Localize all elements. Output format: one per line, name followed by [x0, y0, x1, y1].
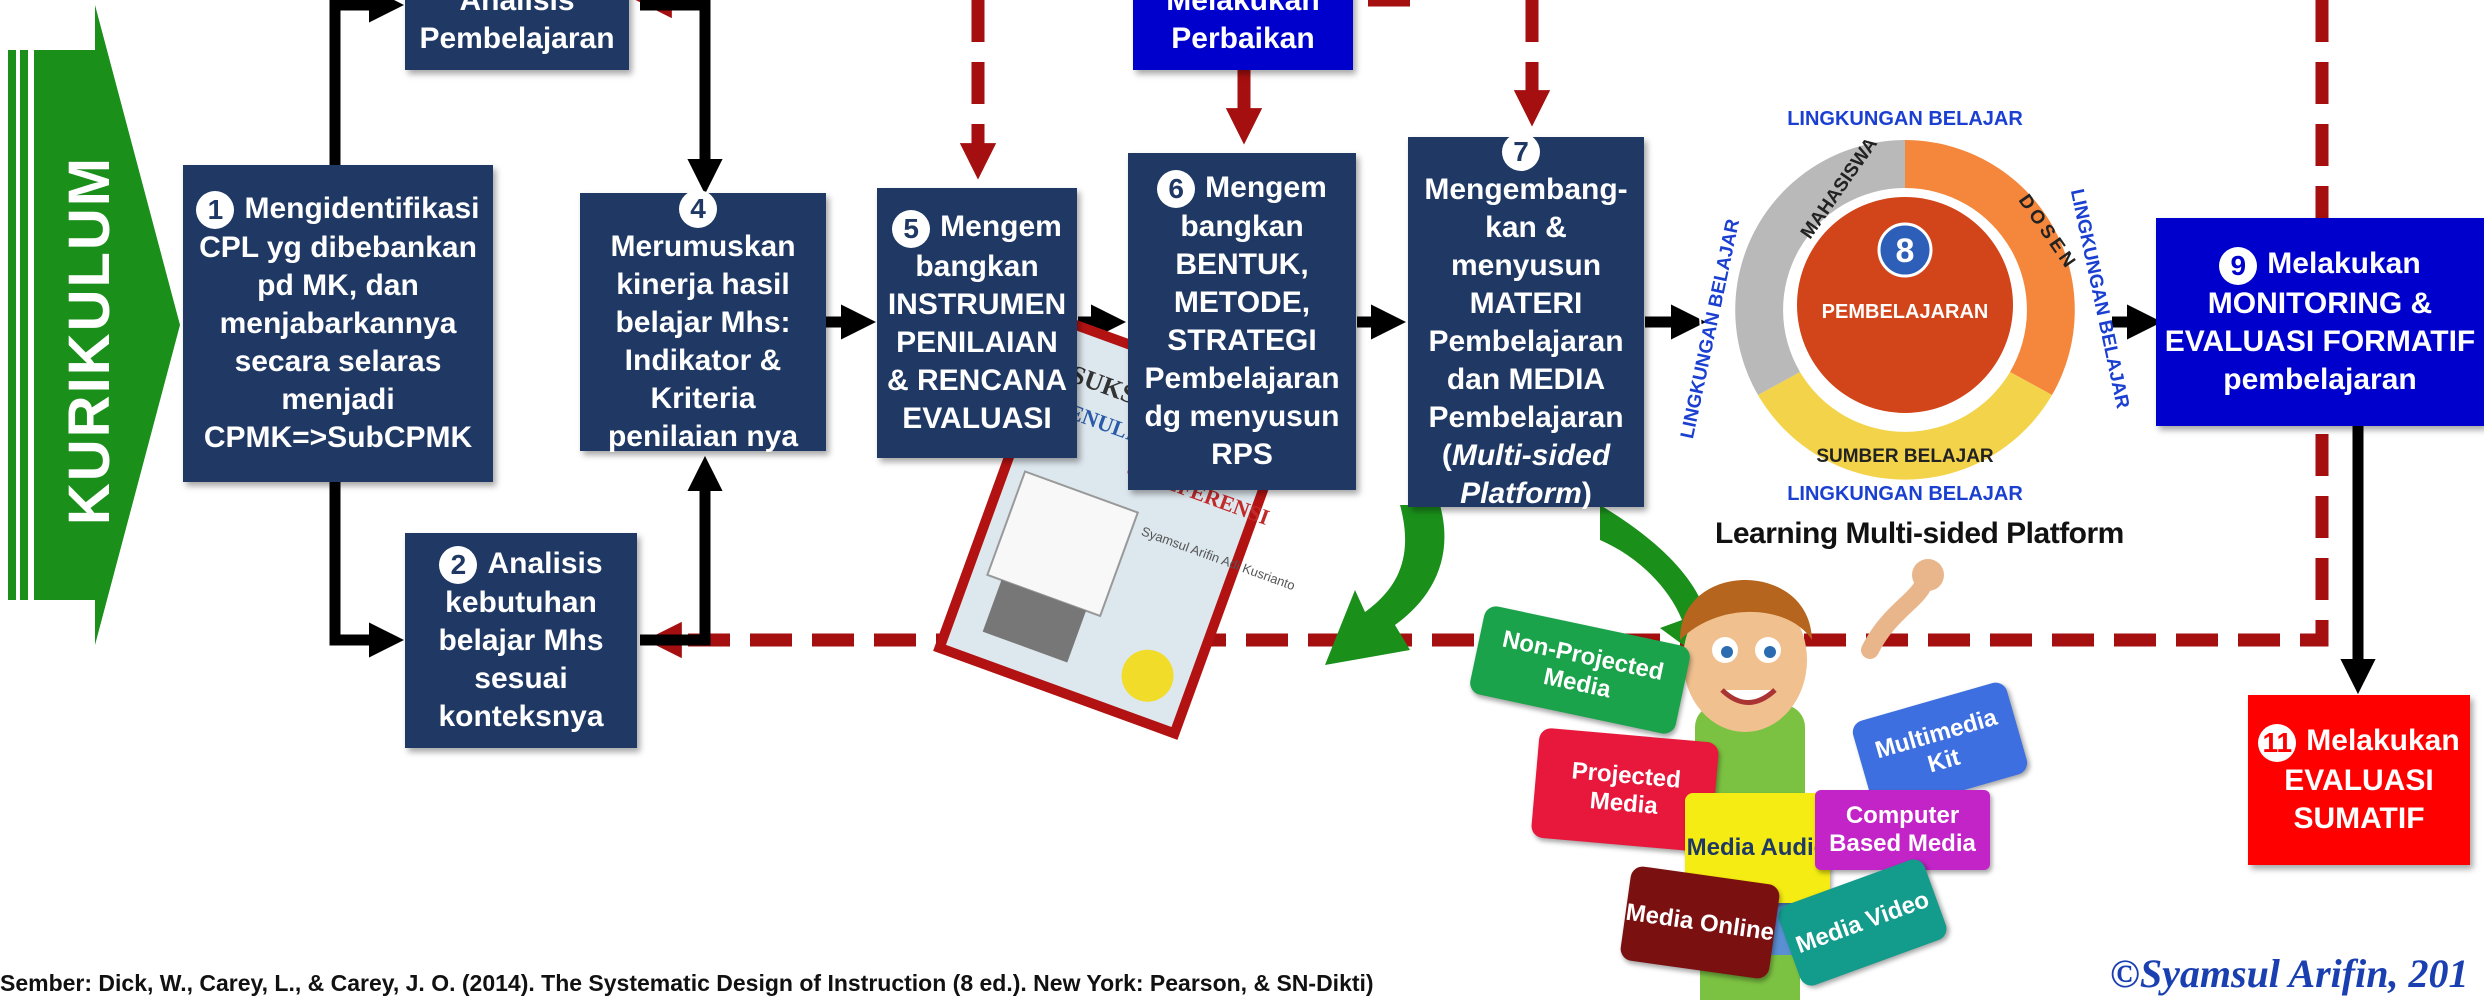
step-number-1: 1 [196, 191, 235, 230]
step-number-7: 7 [1502, 132, 1540, 171]
step-number-11: 11 [2258, 723, 2297, 762]
step-text-9: Melakukan MONITORING & EVALUASI FORMATIF… [2164, 247, 2476, 396]
box-analisis-pembelajaran: Analisis Pembelajaran [405, 0, 629, 70]
step-text-6: Mengem bangkan BENTUK, METODE, STRATEGI … [1144, 170, 1340, 472]
step-text-5: Mengem bangkan INSTRUMEN PENILAIAN & REN… [887, 210, 1067, 435]
step-number-2: 2 [439, 546, 478, 585]
platform-center-number: 8 [1896, 232, 1915, 270]
step-text-7-end: ) [1581, 476, 1592, 510]
box-step-4: 4Merumuskan kinerja hasil belajar Mhs: I… [580, 189, 826, 453]
ring-label-bottom: LINGKUNGAN BELAJAR [1787, 483, 2023, 505]
kurikulum-arrow [8, 5, 180, 645]
segment-sumber-belajar: SUMBER BELAJAR [1816, 446, 1994, 467]
source-citation: Sember: Dick, W., Carey, L., & Carey, J.… [0, 970, 1374, 996]
step-number-6: 6 [1157, 170, 1196, 209]
learning-platform-cycle: 8 PEMBELAJARAN MAHASISWA DOSEN SUMBER BE… [1677, 104, 2133, 516]
step-text-7: Mengembang-kan & menyusun MATERI Pembela… [1424, 172, 1628, 472]
step-text-4: Merumuskan kinerja hasil belajar Mhs: In… [607, 229, 799, 453]
step-text-1: Mengidentifikasi CPL yg dibebankan pd MK… [199, 191, 480, 455]
box-melakukan-perbaikan: Melakukan Perbaikan [1133, 0, 1353, 70]
flow-arrows-solid [329, 0, 2376, 695]
platform-center-label: PEMBELAJARAN [1822, 301, 1989, 323]
step-text-11: Melakukan EVALUASI SUMATIF [2284, 724, 2460, 835]
step-number-5: 5 [892, 209, 931, 248]
step-number-9: 9 [2219, 246, 2258, 285]
copyright: ©Syamsul Arifin, 201 [2110, 951, 2469, 996]
kurikulum-label: KURIKULUM [57, 155, 123, 525]
step-text-7-italic: Multi-sided Platform [1451, 438, 1611, 510]
box-step-7: 7 Mengembang-kan & menyusun MATERI Pembe… [1408, 132, 1644, 510]
ring-label-left: LINGKUNGAN BELAJAR [1677, 217, 1744, 441]
platform-caption: Learning Multi-sided Platform [1715, 517, 2124, 550]
step-number-4: 4 [679, 189, 717, 228]
ring-label-top: LINGKUNGAN BELAJAR [1787, 108, 2023, 130]
tag-computer-based-media: Computer Based Media [1815, 790, 1990, 870]
feedback-loop-dashed [635, 0, 2329, 659]
step-text-2: Analisis kebutuhan belajar Mhs sesuai ko… [438, 546, 604, 734]
